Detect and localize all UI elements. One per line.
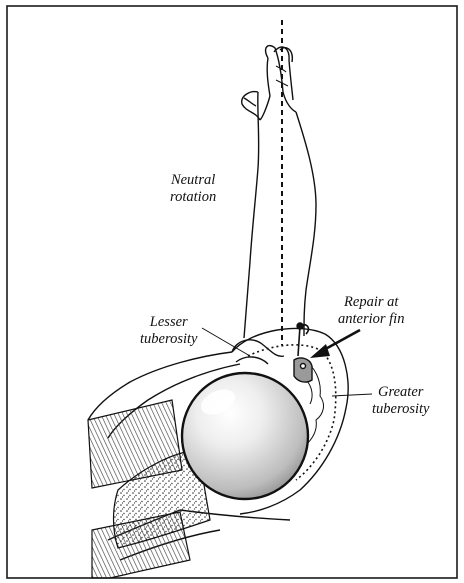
repair-label-line-2: anterior fin (338, 311, 404, 328)
neutral-rotation-line-2: rotation (170, 189, 216, 206)
repair-label-line-1: Repair at (338, 294, 404, 311)
greater-tuberosity-label: Greater tuberosity (372, 384, 429, 418)
lesser-tuberosity-line-2: tuberosity (140, 331, 197, 348)
neutral-rotation-label: Neutral rotation (170, 172, 216, 206)
repair-label: Repair at anterior fin (338, 294, 404, 328)
greater-tuberosity-line-2: tuberosity (372, 401, 429, 418)
humeral-head (182, 373, 308, 499)
neutral-rotation-line-1: Neutral (170, 172, 216, 189)
repair-arrow (310, 330, 360, 358)
arm-outline (242, 46, 316, 338)
lesser-tuberosity-line-1: Lesser (140, 314, 197, 331)
prosthesis-fin (294, 323, 312, 382)
lesser-tuberosity-label: Lesser tuberosity (140, 314, 197, 348)
greater-tuberosity-line-1: Greater (372, 384, 429, 401)
